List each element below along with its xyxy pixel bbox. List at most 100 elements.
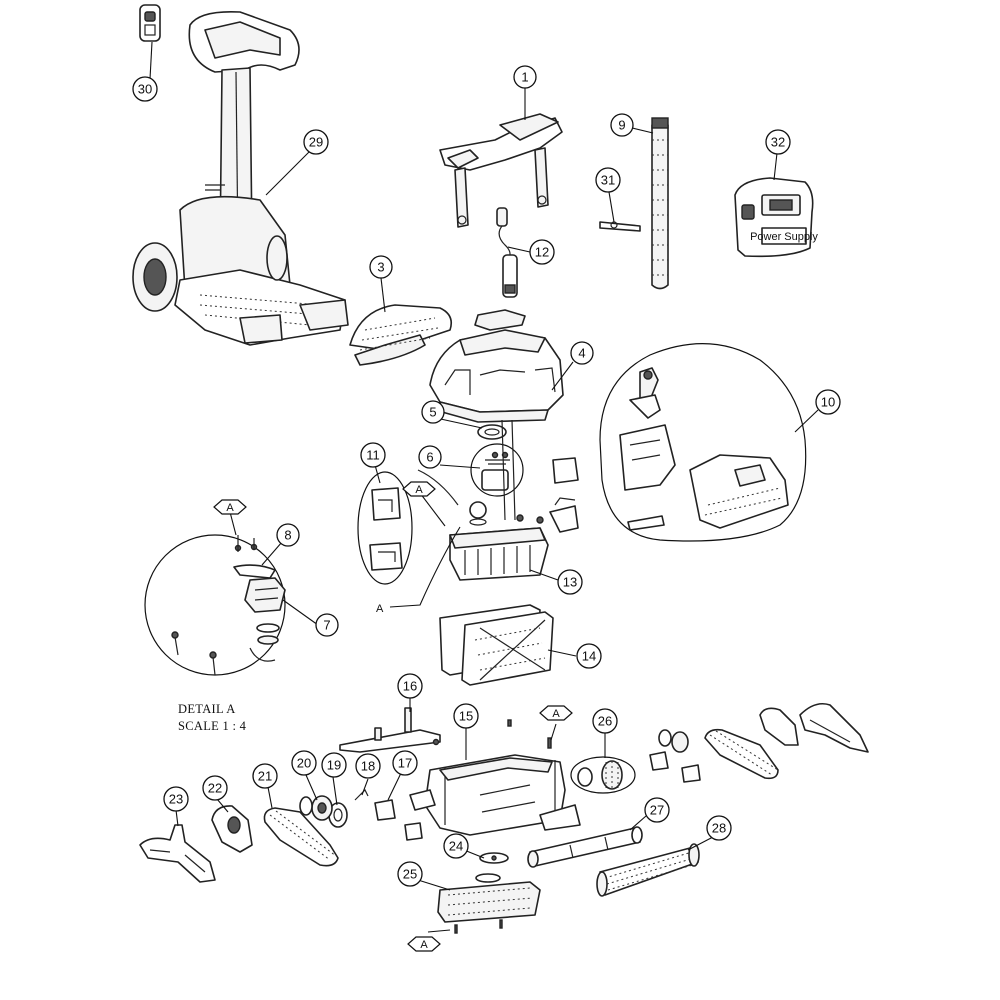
svg-text:5: 5: [429, 405, 436, 420]
part-27-roller: [527, 826, 643, 868]
part-13-motor-unit: [449, 501, 549, 581]
callout-p13: 13: [557, 569, 583, 595]
svg-text:10: 10: [821, 395, 835, 410]
callout-p16: 16: [397, 673, 423, 699]
svg-text:11: 11: [366, 448, 380, 463]
svg-text:27: 27: [650, 803, 664, 818]
svg-text:A: A: [552, 708, 560, 720]
svg-text:1: 1: [521, 70, 528, 85]
callout-p3: 3: [369, 255, 393, 279]
part-14-filters: [439, 604, 554, 686]
callout-p4: 4: [570, 341, 594, 365]
part-22-side-cover: [211, 805, 253, 853]
part-26-drive-pulley: [570, 756, 636, 794]
part-29-caddy: [132, 10, 349, 346]
callout-p27: 27: [644, 797, 670, 823]
svg-text:17: 17: [398, 756, 412, 771]
part-5-seal: [477, 424, 507, 440]
detail-a-title: DETAIL A: [178, 702, 236, 716]
hex-marker-a-bottom: A: [407, 936, 441, 952]
part-20-gear: [299, 795, 333, 821]
part-25-brush-housing: [437, 873, 541, 934]
part-32-power-supply: Power Supply: [734, 177, 818, 258]
svg-text:22: 22: [208, 781, 222, 796]
part-12-cable-swivel: [496, 207, 518, 298]
part-4-top-housing: [429, 309, 564, 423]
part-1-handle: [439, 113, 563, 228]
svg-text:20: 20: [297, 756, 311, 771]
svg-text:8: 8: [284, 528, 291, 543]
hex-marker-a-detail: A: [213, 499, 247, 515]
svg-text:25: 25: [403, 867, 417, 882]
callout-p11: 11: [360, 442, 386, 468]
callout-p24: 24: [443, 833, 469, 859]
hex-marker-a-chassis: A: [539, 705, 573, 721]
part-24-washer: [479, 852, 509, 864]
right-drive-parts: [649, 702, 869, 783]
hex-marker-a-motor: A: [402, 481, 436, 497]
svg-text:23: 23: [169, 792, 183, 807]
svg-text:4: 4: [578, 346, 585, 361]
callout-p31: 31: [595, 167, 621, 193]
svg-text:31: 31: [601, 173, 615, 188]
callout-p21: 21: [252, 763, 278, 789]
callout-p10: 10: [815, 389, 841, 415]
detail-a-view: [144, 534, 286, 676]
svg-text:21: 21: [258, 769, 272, 784]
svg-text:13: 13: [563, 575, 577, 590]
power-supply-label: Power Supply: [750, 231, 818, 243]
svg-text:19: 19: [327, 758, 341, 773]
svg-text:16: 16: [403, 679, 417, 694]
callout-p18: 18: [355, 753, 381, 779]
callout-p7: 7: [315, 613, 339, 637]
callout-p28: 28: [706, 815, 732, 841]
svg-text:18: 18: [361, 759, 375, 774]
svg-text:14: 14: [582, 649, 596, 664]
part-23-side-bracket: [139, 824, 216, 883]
part-11-clips: [357, 471, 413, 585]
callout-p15: 15: [453, 703, 479, 729]
part-30-remote: [139, 4, 161, 42]
svg-text:24: 24: [449, 839, 463, 854]
callout-p9: 9: [610, 113, 634, 137]
part-21-track: [263, 807, 339, 867]
part-19-bearing: [328, 802, 348, 828]
part-10-outlet-group: [599, 343, 807, 542]
detail-a-scale: SCALE 1 : 4: [178, 719, 247, 733]
part-3-front-cover: [349, 304, 453, 366]
leader-lines: [149, 41, 819, 933]
svg-text:9: 9: [618, 118, 625, 133]
detail-a-leader: [389, 469, 461, 608]
part-15-chassis: [409, 719, 581, 836]
svg-text:3: 3: [377, 260, 384, 275]
side-blocks: [549, 457, 579, 533]
callout-p5: 5: [421, 400, 445, 424]
callout-p14: 14: [576, 643, 602, 669]
part-9-swivel-tube: [651, 117, 669, 290]
svg-text:6: 6: [426, 450, 433, 465]
svg-text:A: A: [226, 502, 234, 514]
callout-p26: 26: [592, 708, 618, 734]
callout-p1: 1: [513, 65, 537, 89]
callout-p25: 25: [397, 861, 423, 887]
svg-text:7: 7: [323, 618, 330, 633]
part-28-brush: [596, 843, 700, 897]
part-18-pin: [354, 788, 369, 801]
svg-text:30: 30: [138, 82, 152, 97]
callout-p30: 30: [132, 76, 158, 102]
part-17-bushing: [374, 799, 423, 841]
part-16-chassis-bar: [339, 707, 441, 753]
callout-p12: 12: [529, 239, 555, 265]
detail-a-leader-label: A: [376, 603, 384, 615]
callout-p32: 32: [765, 129, 791, 155]
callout-p22: 22: [202, 775, 228, 801]
callout-p29: 29: [303, 129, 329, 155]
callout-p6: 6: [418, 445, 442, 469]
svg-text:32: 32: [771, 135, 785, 150]
svg-text:12: 12: [535, 245, 549, 260]
callout-p19: 19: [321, 752, 347, 778]
part-6-impeller-assembly: [470, 419, 524, 521]
svg-text:A: A: [415, 484, 423, 496]
part-31-key: [599, 221, 641, 232]
